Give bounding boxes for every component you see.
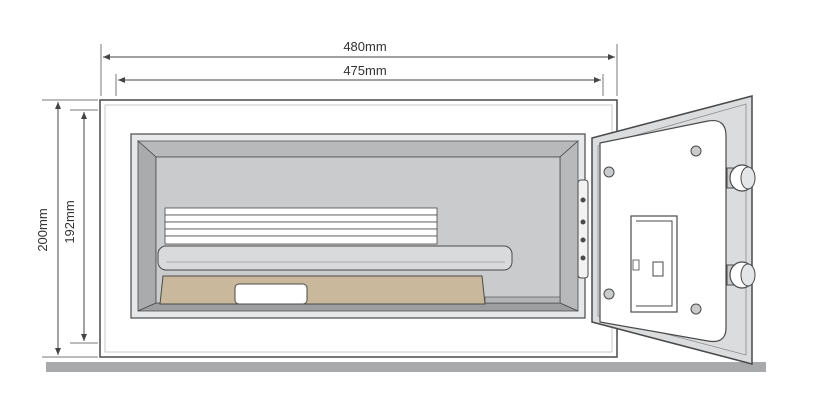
box-handle <box>234 283 308 305</box>
floor-shadow <box>46 362 766 372</box>
screw-icon <box>603 166 615 178</box>
screw-icon <box>603 288 615 300</box>
inner-width-label: 475mm <box>343 63 386 78</box>
outer-width-label: 480mm <box>343 39 386 54</box>
screw-icon <box>690 145 702 157</box>
lock-icon <box>630 215 678 313</box>
outer-width-dimension: 480mm <box>100 39 618 96</box>
door-hinge <box>577 179 589 279</box>
paper-stack <box>164 207 438 245</box>
inner-height-dimension: 192mm <box>62 109 98 344</box>
outer-height-label: 200mm <box>35 208 50 251</box>
outer-height-dimension: 200mm <box>35 99 98 358</box>
screw-icon <box>690 303 702 315</box>
safe-door <box>577 95 756 365</box>
inner-width-dimension: 475mm <box>115 63 604 96</box>
locking-bolt-icon <box>726 164 756 192</box>
document-box <box>159 275 486 305</box>
laptop <box>157 245 513 271</box>
locking-bolt-icon <box>726 261 756 289</box>
inner-height-label: 192mm <box>62 200 77 243</box>
